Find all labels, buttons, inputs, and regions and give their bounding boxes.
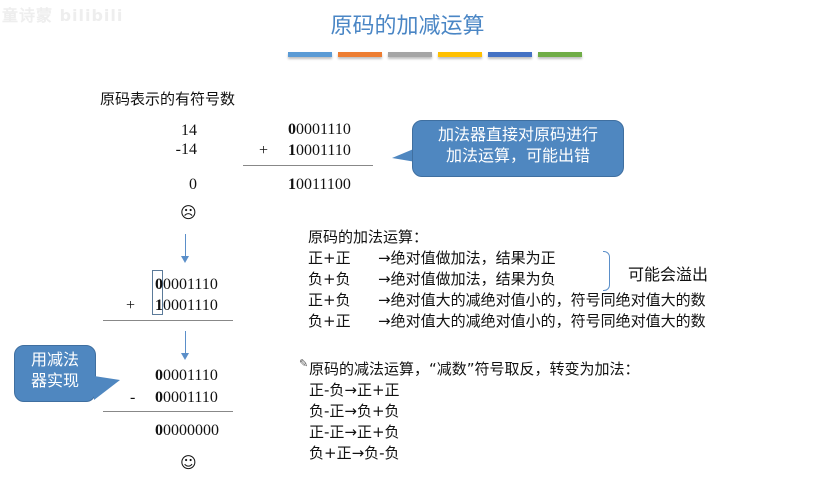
rule-result: →绝对值大的减绝对值小的，符号同绝对值大的数 — [378, 291, 706, 309]
rule-case: 正+正 — [308, 249, 351, 267]
color-bar — [388, 52, 432, 57]
callout-line: 器实现 — [30, 371, 79, 390]
color-bar — [538, 52, 582, 57]
magnitude-bits: 0001110 — [163, 389, 218, 406]
color-bar — [488, 52, 532, 57]
sad-face-icon: ☹ — [180, 203, 197, 222]
pen-cursor-icon: ✎ — [299, 357, 309, 370]
rule-result: →绝对值做加法，结果为负 — [378, 270, 556, 288]
sign-bit-highlight-box — [152, 270, 163, 315]
callout-line: 用减法 — [30, 350, 79, 369]
ex3-minus-operator: - — [130, 389, 136, 406]
magnitude-bits: 0001110 — [163, 276, 218, 293]
callout-adder-error: 加法器直接对原码进行 加法运算，可能出错 — [412, 120, 624, 177]
magnitude-bits: 0001110 — [296, 142, 351, 159]
rule-row: 负+正→负-负 — [309, 444, 400, 462]
magnitude-bits: 0001110 — [163, 367, 218, 384]
decimal-neg14: -14 — [175, 141, 197, 158]
rule-row: 正+负 →绝对值大的减绝对值小的，符号同绝对值大的数 — [308, 290, 706, 311]
rule-row: 正-负→正+正 — [309, 381, 400, 399]
ex1-result: 10011100 — [288, 176, 351, 194]
down-arrow-icon — [185, 331, 186, 353]
subtraction-rules-heading: 原码的减法运算，“减数”符号取反，转变为加法： — [309, 360, 640, 378]
ex2-operand2: 10001110 — [155, 297, 218, 315]
addition-rules-heading: 原码的加法运算： — [308, 228, 429, 246]
decimal-14: 14 — [181, 122, 197, 139]
ex3-diff-line — [103, 411, 233, 412]
sign-bit: 1 — [288, 142, 296, 159]
down-arrow-icon — [185, 234, 186, 256]
overflow-note: 可能会溢出 — [628, 265, 709, 284]
rule-row: 正-正→正+负 — [309, 423, 400, 441]
rule-row: 负+正 →绝对值大的减绝对值小的，符号同绝对值大的数 — [308, 311, 706, 332]
ex2-operand1: 00001110 — [155, 276, 218, 294]
ex1-plus-operator: + — [259, 142, 269, 159]
sign-bit: 1 — [155, 297, 163, 314]
rule-result: →绝对值大的减绝对值小的，符号同绝对值大的数 — [378, 312, 706, 330]
rule-row: 负-正→负+负 — [309, 402, 400, 420]
sign-bit: 0 — [155, 276, 163, 293]
ex1-operand1: 00001110 — [288, 121, 351, 139]
ex1-operand2: 10001110 — [288, 142, 351, 160]
ex3-result: 00000000 — [155, 422, 219, 440]
color-bar — [338, 52, 382, 57]
magnitude-bits: 0011100 — [296, 176, 351, 193]
sign-bit: 0 — [155, 367, 163, 384]
callout-line: 加法器直接对原码进行 — [437, 125, 598, 144]
rule-case: 负+负 — [308, 270, 351, 288]
ex3-operand1: 00001110 — [155, 367, 218, 385]
magnitude-bits: 0001110 — [163, 297, 218, 314]
addition-rules: 原码的加法运算： 正+正 →绝对值做加法，结果为正 负+负 →绝对值做加法，结果为负… — [308, 227, 706, 332]
rule-result: →绝对值做加法，结果为正 — [378, 249, 556, 267]
magnitude-bits: 0000000 — [163, 422, 219, 439]
arrow-head — [181, 256, 189, 263]
sign-bit: 1 — [288, 176, 296, 193]
sign-bit: 0 — [155, 422, 163, 439]
watermark: 童诗蒙 bilibili — [2, 6, 124, 25]
ex2-sum-line — [103, 320, 233, 321]
magnitude-bits: 0001110 — [296, 121, 351, 138]
color-bar — [288, 52, 332, 57]
callout-pointer — [392, 148, 416, 162]
arrow-head — [181, 353, 189, 360]
rule-row: 正+正 →绝对值做加法，结果为正 — [308, 248, 706, 269]
right-brace-icon — [603, 251, 610, 291]
sign-bit: 0 — [155, 389, 163, 406]
callout-pointer — [94, 376, 120, 400]
color-bar — [438, 52, 482, 57]
decimal-0: 0 — [189, 176, 197, 193]
section-heading: 原码表示的有符号数 — [100, 90, 236, 108]
smiley-face-icon: ☺ — [180, 453, 197, 472]
sign-bit: 0 — [288, 121, 296, 138]
page-title: 原码的加减运算 — [330, 14, 485, 39]
rule-case: 负+正 — [308, 312, 351, 330]
title-color-bars — [288, 52, 582, 57]
ex1-sum-line — [243, 165, 373, 166]
callout-use-subtractor: 用减法 器实现 — [14, 345, 96, 402]
ex3-operand2: 00001110 — [155, 389, 218, 407]
ex2-plus-operator: + — [126, 297, 136, 314]
subtraction-rules: 原码的减法运算，“减数”符号取反，转变为加法： 正-负→正+正 负-正→负+负 … — [309, 359, 640, 464]
rule-case: 正+负 — [308, 291, 351, 309]
callout-line: 加法运算，可能出错 — [445, 146, 590, 165]
rule-row: 负+负 →绝对值做加法，结果为负 — [308, 269, 706, 290]
